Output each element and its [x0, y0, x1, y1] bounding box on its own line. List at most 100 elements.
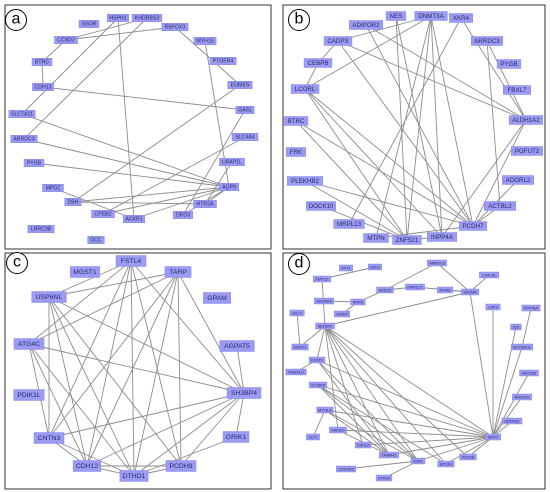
- gene-node-aqp9[interactable]: AQP9: [218, 183, 240, 191]
- gene-node-sema3e[interactable]: SEMA3E: [501, 417, 523, 425]
- edge-tarp-sh3bp4: [177, 271, 245, 394]
- gene-node-adipor2[interactable]: ADIPOR2: [349, 20, 383, 30]
- gene-node-sh3bp4[interactable]: SH3BP4: [226, 387, 262, 399]
- gene-node-fstl4[interactable]: FSTL4: [115, 255, 147, 267]
- gene-node-inpp4a[interactable]: INPP4A: [427, 232, 457, 242]
- gene-node-tmem117[interactable]: TMEM117: [285, 368, 307, 376]
- gene-node-neue03[interactable]: NEUE03: [315, 322, 335, 330]
- gene-node-drd3[interactable]: DRD3: [172, 211, 194, 219]
- gene-node-usp6nl[interactable]: USP6NL: [31, 291, 67, 303]
- gene-node-lcorl[interactable]: LCORL: [290, 84, 320, 94]
- gene-node-znf521[interactable]: ZNF521: [392, 235, 422, 245]
- gene-node-sgor[interactable]: SGOR: [78, 20, 100, 28]
- gene-node-adgrl2[interactable]: ADGRL2: [502, 175, 534, 185]
- gene-node-use2g[interactable]: USE2G: [376, 286, 394, 294]
- gene-node-frk[interactable]: FRK: [285, 147, 307, 157]
- gene-node-gpam[interactable]: GPAM: [203, 292, 231, 304]
- gene-node-pdia6[interactable]: PDIA6: [436, 286, 454, 294]
- gene-node-pofut2[interactable]: POFUT2: [511, 146, 543, 156]
- gene-node-rassf6[interactable]: RASSF6: [512, 393, 532, 401]
- gene-node-shsmr[interactable]: SHSMR: [460, 288, 480, 296]
- gene-node-dock10[interactable]: DOCK10: [306, 201, 336, 211]
- gene-node-pygb[interactable]: PYGB: [496, 59, 522, 69]
- gene-node-dthd1[interactable]: DTHD1: [119, 470, 149, 482]
- gene-node-pygb[interactable]: PYGB: [23, 159, 45, 167]
- gene-node-map1lc[interactable]: MAP1LC: [405, 283, 425, 291]
- gene-node-fbxl7[interactable]: FBXL7: [503, 85, 531, 95]
- gene-node-plekhb2[interactable]: PLEKHB2: [286, 176, 324, 186]
- gene-node-e2f8[interactable]: E2F8: [410, 457, 426, 465]
- gene-node-pex2b[interactable]: PEX2B: [459, 453, 477, 461]
- gene-node-cebpb[interactable]: CEBPB: [303, 58, 333, 68]
- gene-node-tmtc2[interactable]: TMTC2: [312, 275, 332, 283]
- gene-node-htr2a[interactable]: HTR2A: [193, 200, 217, 208]
- gene-node-mgst1[interactable]: MGST1: [291, 343, 309, 351]
- gene-node-dnmt3a[interactable]: DNMT3A: [414, 11, 448, 21]
- gene-node-mpdz[interactable]: MPDZ: [42, 184, 64, 192]
- gene-node-mgst1[interactable]: MGST1: [69, 266, 101, 278]
- gene-node-dsg1[interactable]: DSG1: [368, 263, 382, 271]
- gene-node-xkr4[interactable]: XKR4: [449, 13, 473, 23]
- gene-node-pdik1l[interactable]: PDIK1L: [13, 389, 45, 401]
- gene-node-syt1[interactable]: SYT1: [339, 264, 353, 272]
- gene-node-arrdc3[interactable]: ARRDC3: [427, 259, 447, 267]
- gene-node-dcc[interactable]: DCC: [87, 236, 105, 244]
- gene-node-pitpna[interactable]: PITPNA: [521, 304, 541, 312]
- gene-node-ptger4[interactable]: PTGER4: [209, 57, 237, 65]
- gene-node-dbh[interactable]: DBH: [64, 198, 82, 206]
- gene-node-cntn3[interactable]: CNTN3: [33, 432, 65, 444]
- gene-node-mrpl13[interactable]: MRPL13: [333, 219, 365, 229]
- gene-node-lrp2[interactable]: LRP2: [485, 303, 501, 311]
- gene-node-vac28d[interactable]: VAC28D: [519, 369, 539, 377]
- gene-node-lgalsl[interactable]: LGALSL: [478, 271, 500, 279]
- gene-node-rbfox3[interactable]: RBFOX3: [161, 23, 189, 31]
- gene-node-gas1[interactable]: GAS1: [235, 106, 255, 114]
- gene-node-lrrc3b[interactable]: LRRC3B: [27, 225, 55, 233]
- gene-node-gclc[interactable]: GCLC: [289, 309, 305, 317]
- gene-node-atg4c[interactable]: ATG4C: [13, 338, 45, 350]
- gene-node-ackr1[interactable]: ACKR1: [122, 215, 146, 223]
- gene-node-htr1a[interactable]: HTR1A: [375, 474, 393, 482]
- gene-node-mrg20[interactable]: MRG20: [329, 426, 347, 434]
- gene-node-grid2[interactable]: GRID2: [333, 310, 351, 318]
- gene-node-st18p5[interactable]: ST18P5: [308, 381, 328, 389]
- gene-node-slc7a11[interactable]: SLC7A11: [8, 110, 36, 118]
- gene-node-sirf2[interactable]: SIRF2: [484, 433, 502, 441]
- gene-node-hsph1[interactable]: HSPH1: [106, 14, 130, 22]
- gene-node-mtus1[interactable]: MTUS1: [437, 460, 455, 468]
- gene-node-pcdh7[interactable]: PCDH7: [459, 221, 487, 231]
- gene-node-slf1[interactable]: SLF1: [306, 433, 320, 441]
- gene-node-cdh12[interactable]: CDH12: [72, 460, 102, 472]
- gene-node-arrdc3[interactable]: ARRDC3: [471, 36, 503, 46]
- gene-node-grik1[interactable]: GRIK1: [222, 431, 250, 443]
- gene-node-tamm41[interactable]: TAMM41: [379, 451, 399, 459]
- gene-node-eomes[interactable]: EOMES: [227, 81, 253, 89]
- gene-node-myo1g[interactable]: MYO1G: [316, 406, 334, 414]
- gene-node-cadps[interactable]: CADPS: [323, 36, 353, 46]
- gene-node-adgrb3[interactable]: ADGRB3: [314, 297, 334, 305]
- gene-node-foxp1[interactable]: FOXP1: [308, 356, 326, 364]
- gene-node-agpat5[interactable]: AGPAT5: [219, 340, 255, 352]
- gene-node-slc4a4[interactable]: SLC4A4: [231, 133, 259, 141]
- gene-node-cdh17[interactable]: CDH17: [354, 441, 372, 449]
- node-box: [283, 116, 309, 126]
- gene-node-cdh13[interactable]: CDH13: [32, 83, 54, 91]
- gene-node-tarp[interactable]: TARP: [164, 266, 192, 278]
- gene-node-cpeb2[interactable]: CPEB2: [91, 210, 115, 218]
- gene-node-actbl2[interactable]: ACTBL2: [484, 201, 516, 211]
- gene-node-aldh1a2[interactable]: ALDH1A2: [509, 115, 543, 125]
- gene-node-cdksh2[interactable]: CDKSH2: [336, 465, 356, 473]
- gene-node-iqc[interactable]: IQC: [510, 323, 522, 331]
- gene-node-khdrbs3[interactable]: KHDRBS3: [131, 14, 163, 22]
- gene-node-arrdc3[interactable]: ARRDC3: [10, 135, 38, 143]
- gene-node-ccnd2[interactable]: CCND2: [54, 36, 78, 44]
- gene-node-mtpn[interactable]: MTPN: [363, 233, 389, 243]
- gene-node-prkn[interactable]: PRKN: [350, 298, 366, 306]
- gene-node-slc38a11[interactable]: SLC38A11: [511, 343, 533, 351]
- gene-node-nes[interactable]: NES: [385, 11, 407, 21]
- gene-node-myh15[interactable]: MYH15: [193, 37, 217, 45]
- gene-node-pcdh9[interactable]: PCDH9: [165, 460, 197, 472]
- gene-node-btrc[interactable]: BTRC: [31, 58, 53, 66]
- gene-node-ubap1l[interactable]: UBAP1L: [219, 158, 245, 166]
- gene-node-btrc[interactable]: BTRC: [283, 116, 309, 126]
